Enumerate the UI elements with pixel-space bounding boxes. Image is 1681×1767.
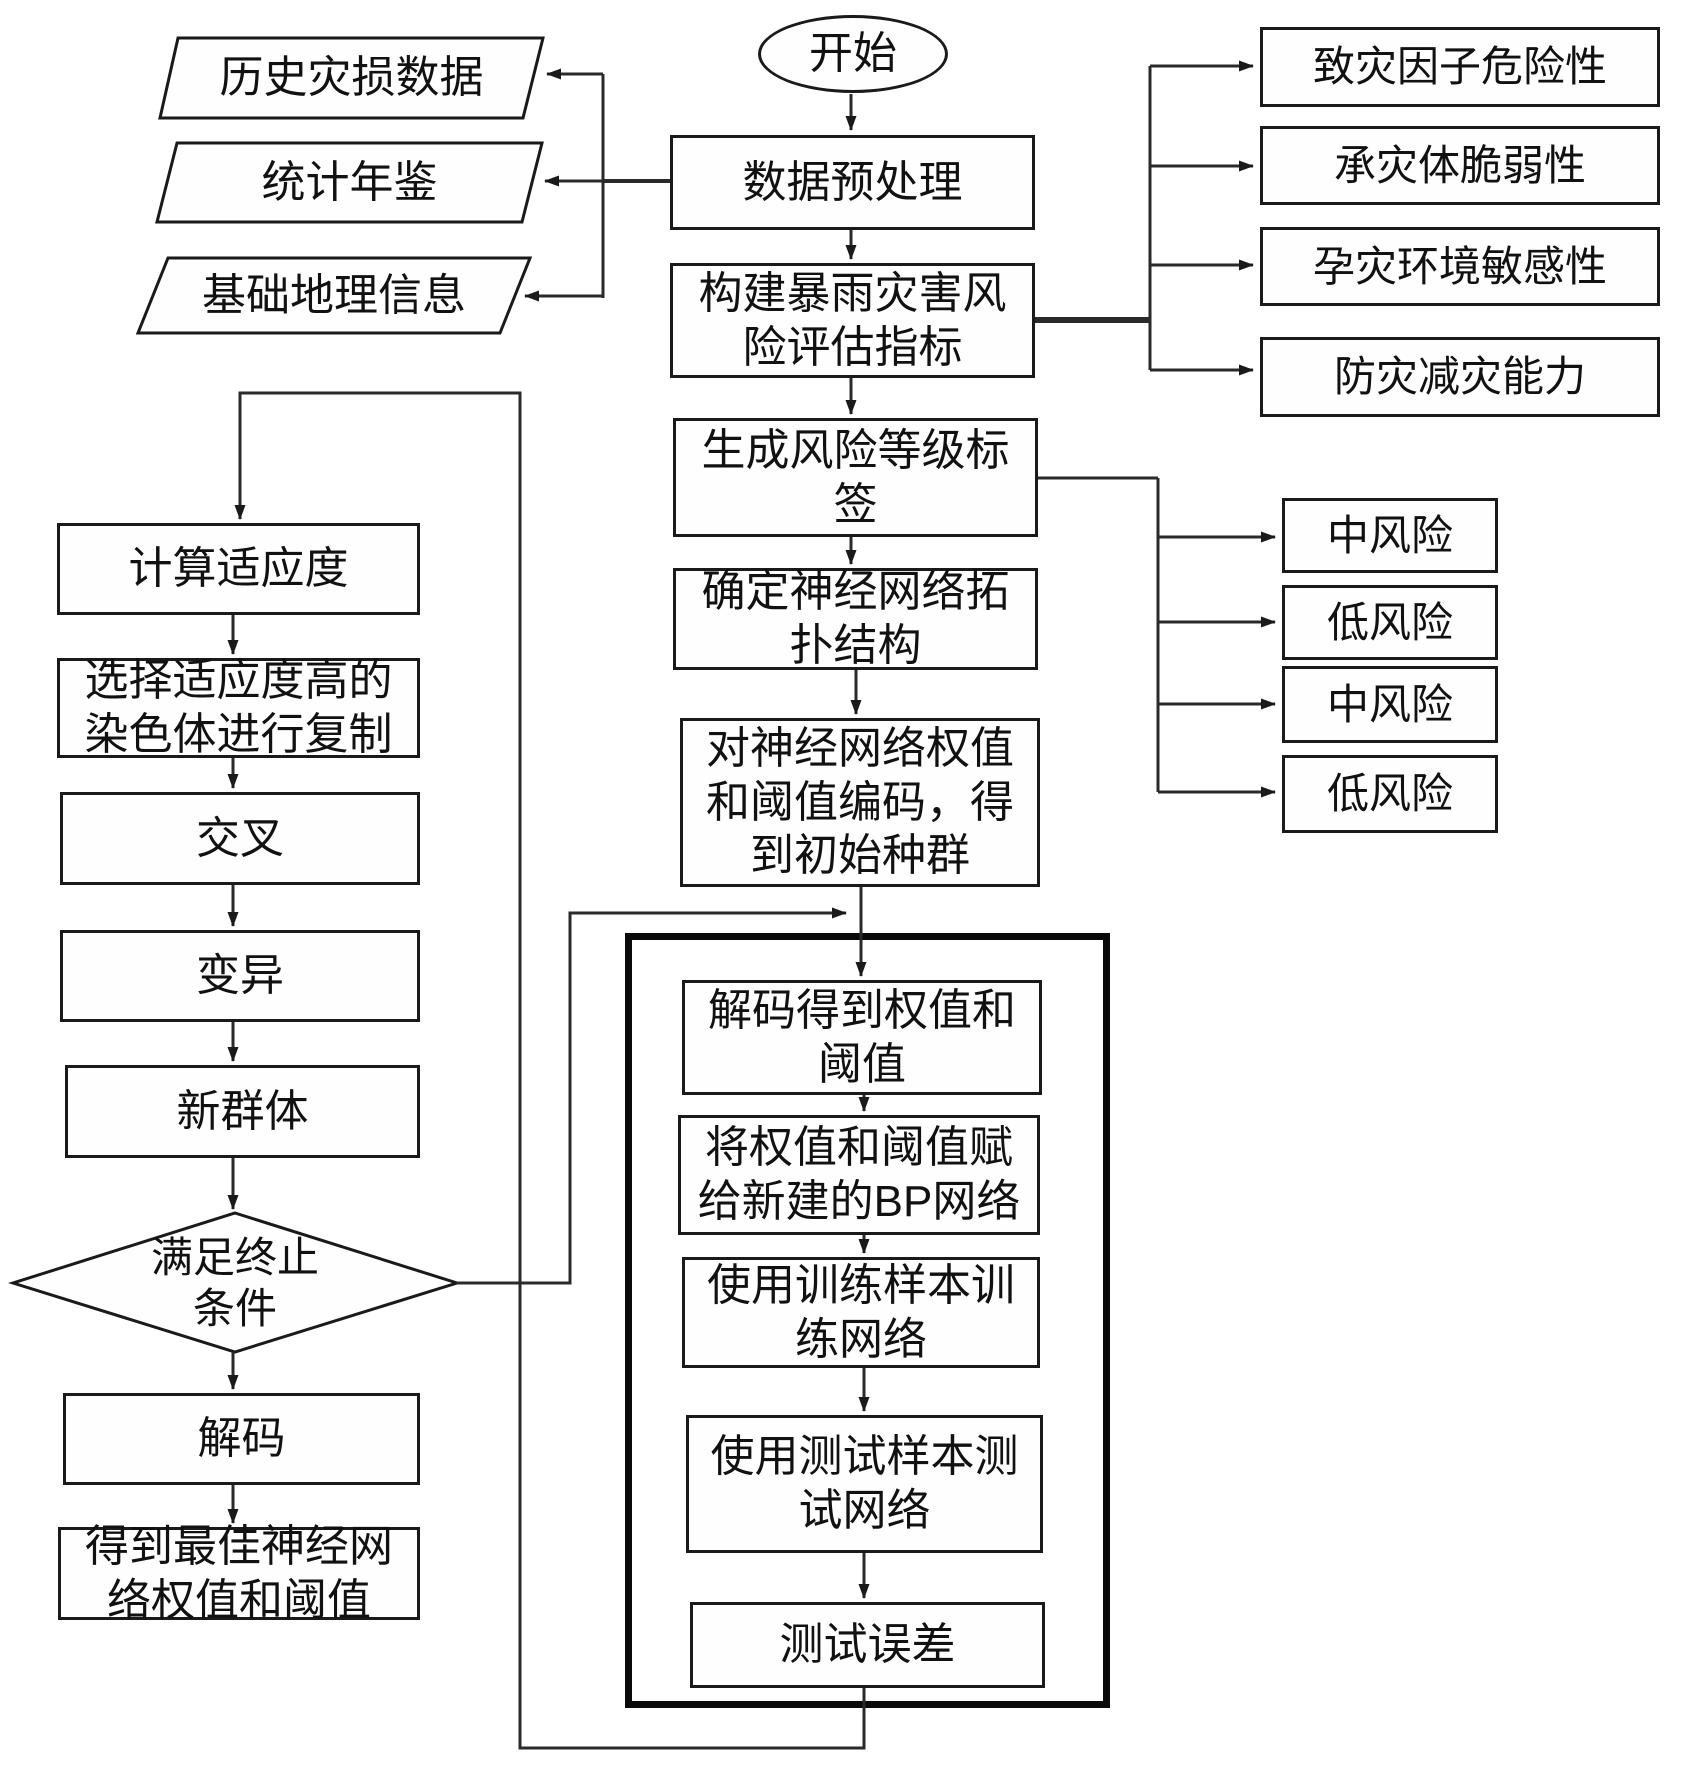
node-hazard: 致灾因子危险性 bbox=[1260, 27, 1660, 107]
node-assign-bp-label: 将权值和阈值赋 给新建的BP网络 bbox=[697, 1123, 1021, 1226]
node-start-label: 开始 bbox=[809, 29, 897, 79]
node-yearbook-label: 统计年鉴 bbox=[261, 157, 438, 207]
node-historical-data-label: 历史灾损数据 bbox=[219, 53, 484, 103]
node-test-error-label: 测试误差 bbox=[779, 1620, 956, 1670]
node-topology: 确定神经网络拓 扑结构 bbox=[673, 567, 1038, 670]
node-train: 使用训练样本训 练网络 bbox=[682, 1257, 1040, 1368]
node-decode-weights-label: 解码得到权值和 阈值 bbox=[708, 985, 1016, 1089]
node-encode: 对神经网络权值 和阈值编码，得 到初始种群 bbox=[680, 718, 1040, 887]
node-risk-low-1-label: 低风险 bbox=[1326, 598, 1453, 646]
node-encode-label: 对神经网络权值 和阈值编码，得 到初始种群 bbox=[706, 723, 1014, 881]
node-select-copy: 选择适应度高的 染色体进行复制 bbox=[57, 656, 420, 759]
parallelogram-historical-data bbox=[158, 36, 545, 120]
node-decode: 解码 bbox=[63, 1393, 420, 1485]
node-sensitivity-label: 孕灾环境敏感性 bbox=[1312, 242, 1607, 290]
node-new-population-label: 新群体 bbox=[176, 1086, 309, 1136]
node-risk-medium-1-label: 中风险 bbox=[1326, 511, 1453, 559]
node-risk-low-2: 低风险 bbox=[1282, 755, 1498, 833]
node-risk-low-1: 低风险 bbox=[1282, 585, 1498, 660]
node-test-error: 测试误差 bbox=[690, 1602, 1045, 1688]
node-geo-info-label: 基础地理信息 bbox=[202, 270, 466, 320]
node-gen-labels-label: 生成风险等级标 签 bbox=[701, 425, 1010, 529]
node-topology-label: 确定神经网络拓 扑结构 bbox=[701, 567, 1010, 670]
node-risk-medium-1: 中风险 bbox=[1282, 498, 1498, 573]
loop-diamond-no-to-evaluation bbox=[457, 907, 847, 1285]
node-best-weights-label: 得到最佳神经网 络权值和阈值 bbox=[85, 1521, 393, 1625]
node-assign-bp: 将权值和阈值赋 给新建的BP网络 bbox=[678, 1115, 1040, 1235]
parallelogram-yearbook bbox=[155, 141, 544, 224]
node-decode-label: 解码 bbox=[197, 1414, 286, 1464]
node-risk-medium-2: 中风险 bbox=[1282, 666, 1498, 743]
node-test-label: 使用测试样本测 试网络 bbox=[710, 1432, 1019, 1535]
node-fitness: 计算适应度 bbox=[57, 523, 420, 615]
loop-testerror-to-fitness bbox=[234, 391, 866, 1750]
node-new-population: 新群体 bbox=[65, 1065, 420, 1158]
node-capability-label: 防灾减灾能力 bbox=[1333, 353, 1586, 401]
node-yearbook: 统计年鉴 bbox=[157, 143, 542, 222]
node-historical-data: 历史灾损数据 bbox=[160, 38, 543, 118]
node-select-copy-label: 选择适应度高的 染色体进行复制 bbox=[84, 656, 393, 759]
node-sensitivity: 孕灾环境敏感性 bbox=[1260, 227, 1660, 306]
node-start: 开始 bbox=[758, 15, 948, 93]
node-best-weights: 得到最佳神经网 络权值和阈值 bbox=[58, 1522, 420, 1625]
node-gen-labels: 生成风险等级标 签 bbox=[673, 418, 1038, 537]
node-build-index-label: 构建暴雨灾害风 险评估指标 bbox=[698, 268, 1007, 372]
node-capability: 防灾减灾能力 bbox=[1260, 337, 1660, 417]
node-decode-weights: 解码得到权值和 阈值 bbox=[682, 980, 1042, 1095]
node-terminate: 满足终止 条件 bbox=[60, 1233, 410, 1332]
node-vulnerability: 承灾体脆弱性 bbox=[1260, 126, 1660, 205]
node-preprocess: 数据预处理 bbox=[670, 135, 1035, 230]
node-risk-low-2-label: 低风险 bbox=[1326, 770, 1453, 818]
node-mutation-label: 变异 bbox=[196, 951, 284, 1001]
node-geo-info: 基础地理信息 bbox=[138, 258, 530, 333]
node-train-label: 使用训练样本训 练网络 bbox=[707, 1260, 1015, 1364]
node-fitness-label: 计算适应度 bbox=[128, 544, 349, 594]
node-mutation: 变异 bbox=[60, 930, 420, 1022]
node-hazard-label: 致灾因子危险性 bbox=[1312, 43, 1607, 91]
node-vulnerability-label: 承灾体脆弱性 bbox=[1333, 141, 1586, 189]
bp-evaluation-group-box bbox=[625, 933, 1110, 1708]
node-test: 使用测试样本测 试网络 bbox=[686, 1415, 1043, 1553]
node-preprocess-label: 数据预处理 bbox=[742, 157, 963, 207]
node-crossover-label: 交叉 bbox=[196, 813, 284, 863]
node-crossover: 交叉 bbox=[60, 792, 420, 885]
node-build-index: 构建暴雨灾害风 险评估指标 bbox=[670, 263, 1035, 378]
diamond-termination bbox=[7, 1211, 463, 1354]
node-terminate-label: 满足终止 条件 bbox=[150, 1233, 319, 1332]
node-risk-medium-2-label: 中风险 bbox=[1326, 680, 1453, 728]
parallelogram-geo-info bbox=[135, 256, 533, 335]
